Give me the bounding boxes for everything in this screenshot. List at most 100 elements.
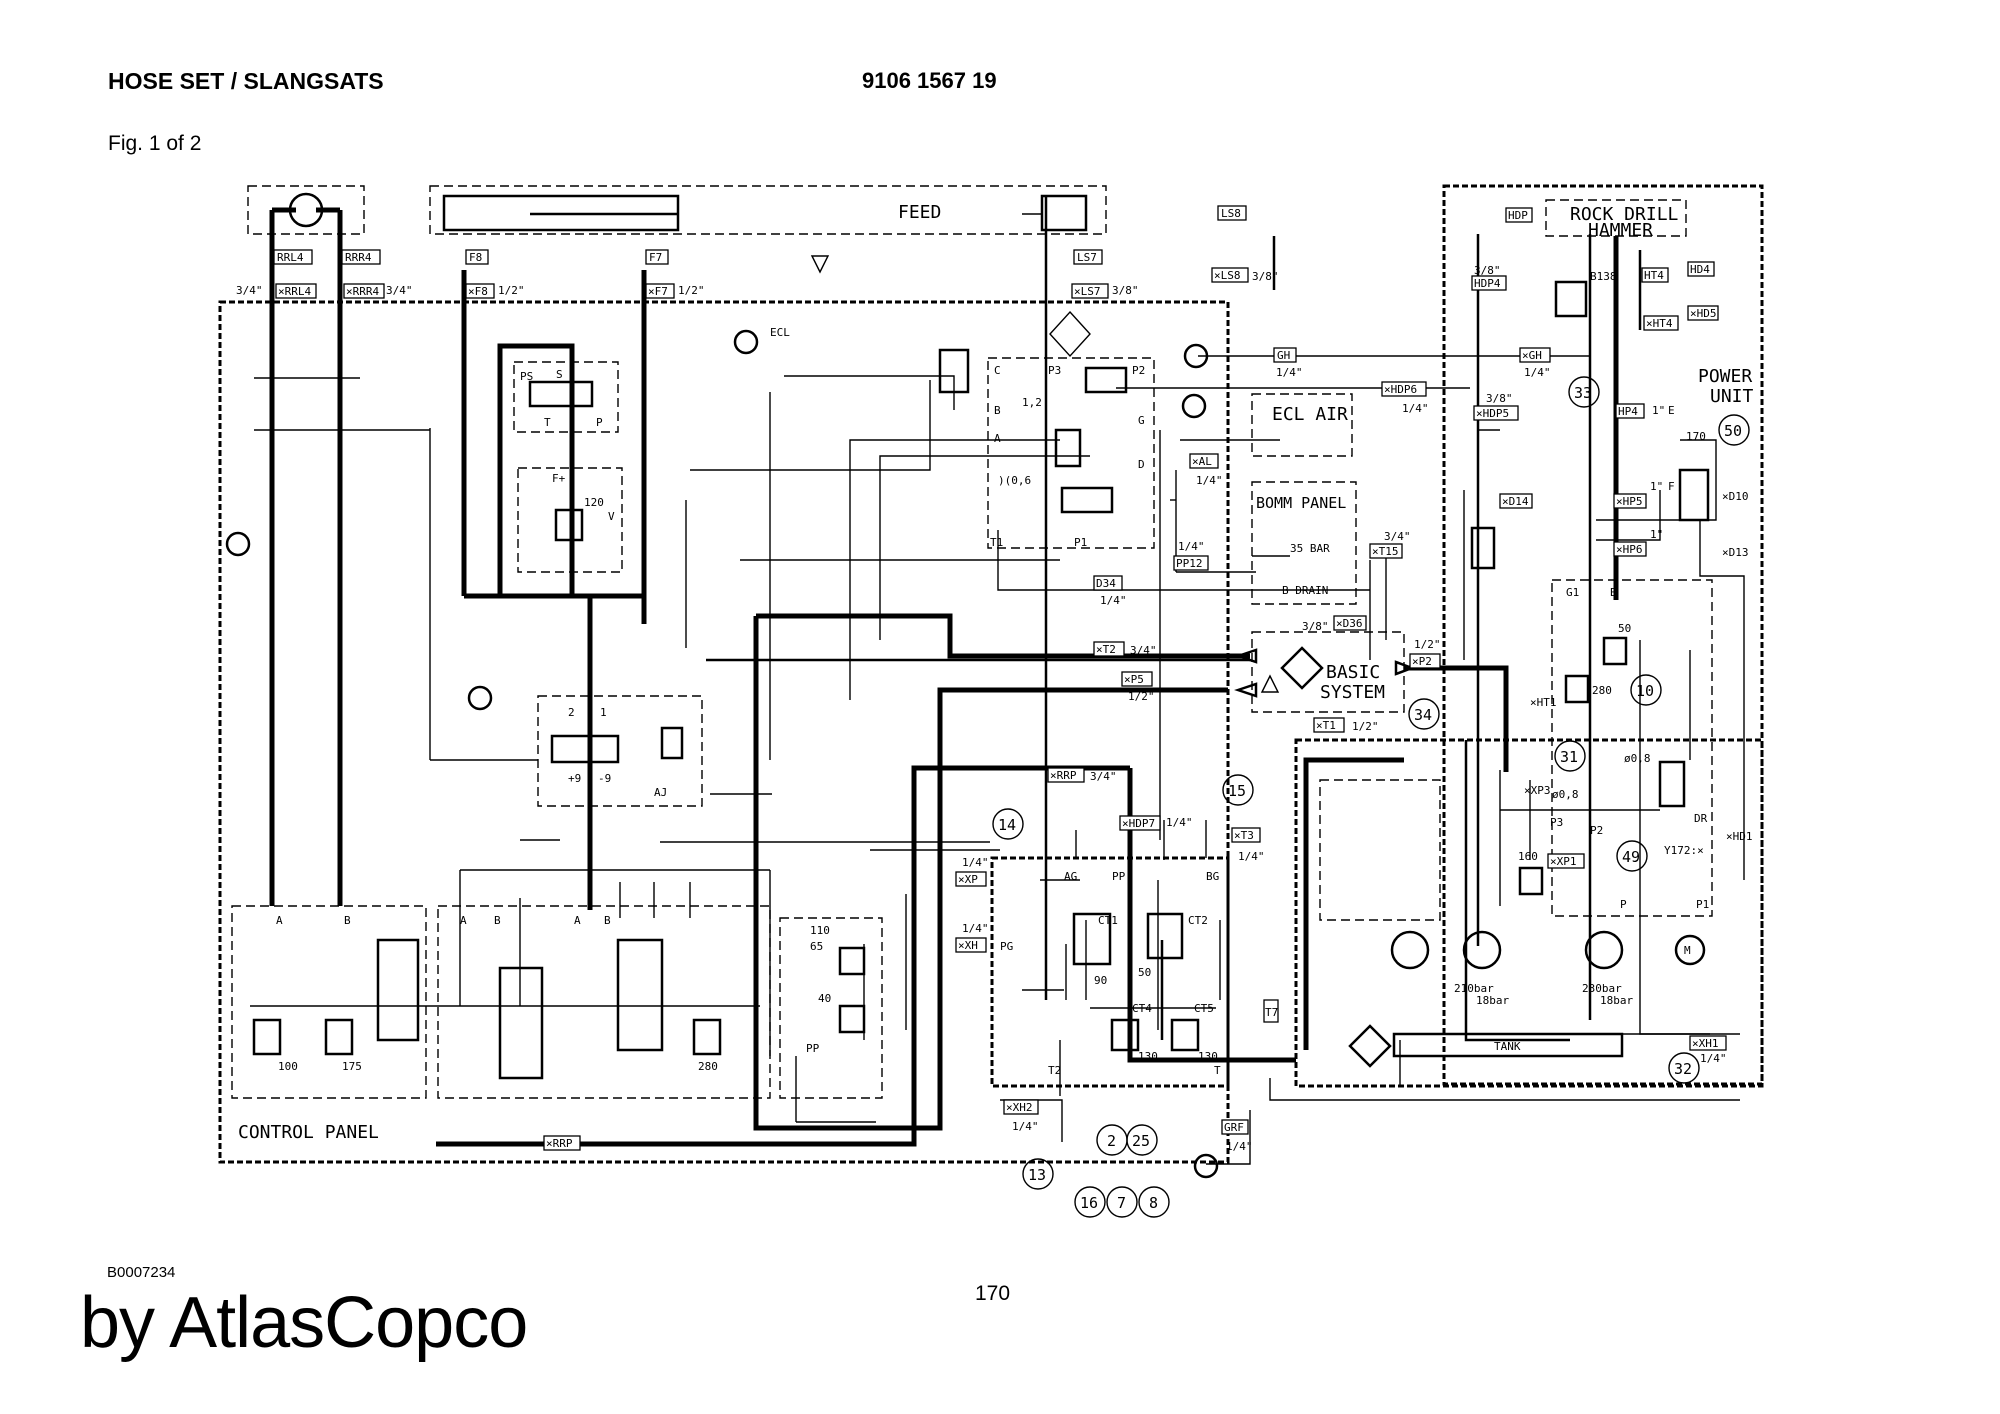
lbl-ct2: CT2 — [1188, 914, 1208, 927]
svg-text:49: 49 — [1622, 848, 1640, 866]
lbl-s: S — [556, 368, 563, 381]
lbl-fplus: F+ — [552, 472, 566, 485]
svg-text:10: 10 — [1636, 682, 1654, 700]
ps-valve — [528, 380, 594, 408]
lbl-2: 2 — [568, 706, 575, 719]
gauge-3 — [1183, 343, 1209, 369]
tag-xd10: ×D10 — [1722, 490, 1749, 503]
pilot-valve-box — [987, 357, 1155, 549]
lbl-50b: 50 — [1618, 622, 1631, 635]
tag-xxp1: ×XP1 — [1550, 855, 1577, 868]
lbl-pg: PG — [1000, 940, 1013, 953]
tag-grf: GRF — [1224, 1121, 1244, 1134]
valve-280b — [1564, 674, 1590, 704]
lbl-pp2: PP — [1112, 870, 1126, 883]
lbl-p: P — [596, 416, 603, 429]
gauge-2 — [467, 685, 493, 711]
valve-160 — [1518, 866, 1544, 896]
size-t2: 3/4" — [1130, 644, 1157, 657]
size-pp12: 1/4" — [1178, 540, 1205, 553]
filter-symbol — [1470, 526, 1496, 570]
lbl-230bar: 230bar — [1582, 982, 1622, 995]
size-rrp1: 3/4" — [1090, 770, 1117, 783]
lbl-ag: AG — [1064, 870, 1077, 883]
aj-box — [537, 695, 703, 807]
power-label: POWER — [1698, 366, 1752, 387]
pilot-directional — [1060, 486, 1114, 514]
tag-xrrl4: ×RRL4 — [278, 285, 311, 298]
lbl-130b: 130 — [1198, 1050, 1218, 1063]
rotation-motor-symbol — [288, 192, 324, 228]
lbl-p1-pu: P1 — [1696, 898, 1709, 911]
tag-xp2: ×P2 — [1412, 655, 1432, 668]
relief-valve-280 — [692, 1018, 722, 1056]
pump-2 — [1462, 930, 1502, 970]
block-titles: FEED ROCK DRILL HAMMER POWER UNIT ECL AI… — [238, 202, 1754, 1143]
ecl-label: ECL — [770, 326, 790, 339]
size-hp5: 1" — [1650, 480, 1663, 493]
tag-xhdp6: ×HDP6 — [1384, 383, 1417, 396]
ps-box — [513, 361, 619, 433]
page-number: 170 — [975, 1282, 1011, 1305]
size-hdp5: 3/8" — [1486, 392, 1513, 405]
lbl-d: D — [1138, 458, 1145, 471]
lbl-g1: G1 — [1566, 586, 1579, 599]
lbl-c: C — [994, 364, 1001, 377]
gauge-ecl — [733, 329, 759, 355]
size-t15: 3/4" — [1384, 530, 1411, 543]
ecl-air-box — [1251, 393, 1353, 457]
callout-16: 16 — [1074, 1186, 1106, 1218]
svg-text:8: 8 — [1149, 1194, 1158, 1212]
lbl-1: 1 — [600, 706, 607, 719]
size-d36: 3/8" — [1302, 620, 1329, 633]
lbl-b-pu: B — [1610, 586, 1617, 599]
svg-text:7: 7 — [1117, 1194, 1126, 1212]
size-ls7: 3/8" — [1112, 284, 1139, 297]
control-panel-label: CONTROL PANEL — [238, 1122, 379, 1143]
valve-170 — [1678, 468, 1710, 522]
basic-system-outline — [1294, 738, 1764, 1088]
tag-xf8: ×F8 — [468, 285, 488, 298]
lbl-90: 90 — [1094, 974, 1107, 987]
hose-tags: RRL4 RRR4 F8 F7 LS7 LS8 ×RRL4 ×RRR4 ×F8 … — [273, 205, 1753, 1151]
tag-ls7: LS7 — [1077, 251, 1097, 264]
valve-block-enclosure — [990, 856, 1230, 1088]
lbl-ps: PS — [520, 370, 533, 383]
feed-box — [429, 185, 1107, 235]
size-hdp6: 1/4" — [1402, 402, 1429, 415]
size-d34: 1/4" — [1100, 594, 1127, 607]
ct2-valve — [1146, 912, 1184, 960]
callout-15: 15 — [1222, 774, 1254, 806]
tag-gh: GH — [1277, 349, 1290, 362]
ct1-valve — [1072, 912, 1112, 966]
lbl-t2: T2 — [1048, 1064, 1061, 1077]
tag-rrr4: RRR4 — [345, 251, 372, 264]
size-t3: 1/4" — [1238, 850, 1265, 863]
drain-label: B DRAIN — [1282, 584, 1328, 597]
tag-f7: F7 — [649, 251, 662, 264]
tag-xxp3: ×XP3 — [1524, 784, 1551, 797]
rotation-box — [247, 185, 365, 235]
size-rrr4: 3/4" — [386, 284, 413, 297]
lbl-130a: 130 — [1138, 1050, 1158, 1063]
tag-xrrr4: ×RRR4 — [346, 285, 379, 298]
lbl-b3: B — [604, 914, 611, 927]
lbl-pp: PP — [806, 1042, 820, 1055]
size-xh2: 1/4" — [1012, 1120, 1039, 1133]
bar35-label: 35 BAR — [1290, 542, 1330, 555]
tag-xht1: ×HT1 — [1530, 696, 1557, 709]
callout-34: 34 — [1408, 698, 1440, 730]
lbl-p2: P2 — [1132, 364, 1145, 377]
tag-xls7: ×LS7 — [1074, 285, 1101, 298]
tag-xxp: ×XP — [958, 873, 978, 886]
svg-text:50: 50 — [1724, 422, 1742, 440]
size-xh1: 1/4" — [1700, 1052, 1727, 1065]
directional-valve-1 — [498, 966, 544, 1080]
lbl-100: 100 — [278, 1060, 298, 1073]
tag-xd13: ×D13 — [1722, 546, 1749, 559]
lower-control-box — [231, 905, 427, 1099]
pump-3 — [1584, 930, 1624, 970]
tag-xxh1: ×XH1 — [1692, 1037, 1719, 1050]
callout-49: 49 — [1616, 840, 1648, 872]
